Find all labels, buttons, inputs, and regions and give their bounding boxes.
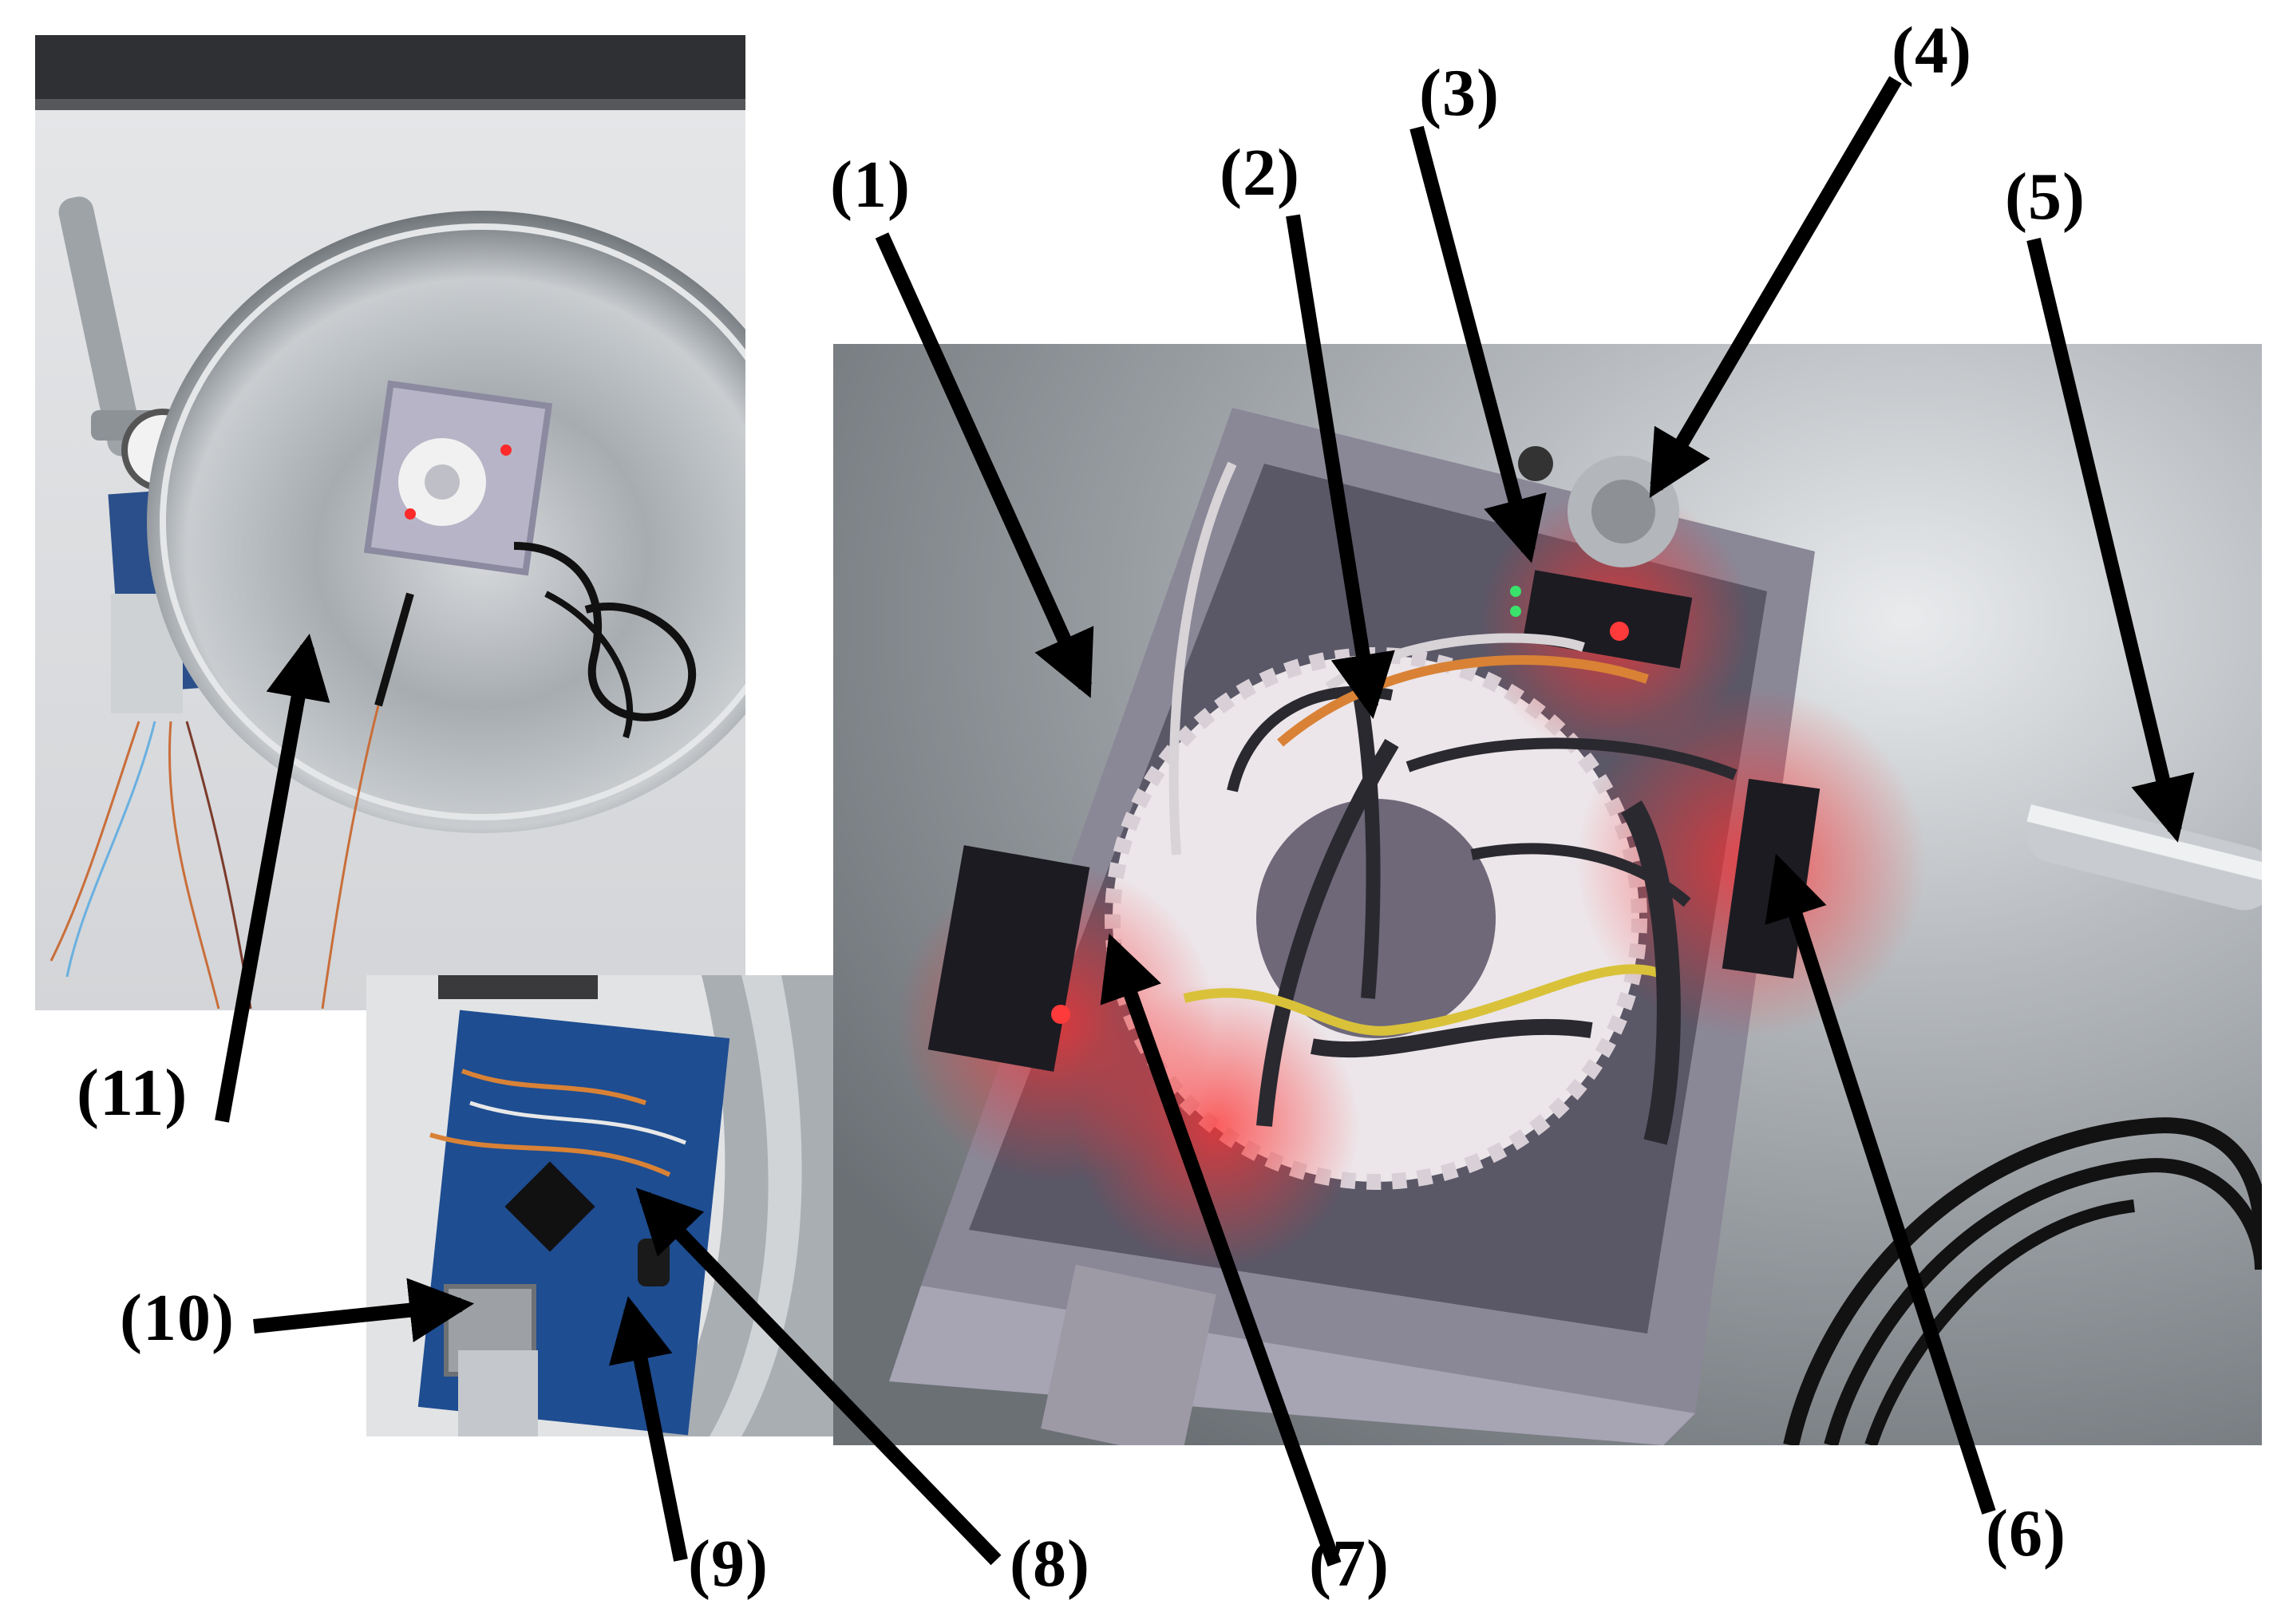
label-7: (7) [1309,1527,1390,1601]
label-11: (11) [77,1056,188,1130]
label-8: (8) [1010,1527,1090,1601]
arduino-photo [366,975,837,1436]
label-3: (3) [1419,56,1500,130]
label-5: (5) [2005,160,2085,234]
label-1: (1) [830,148,911,222]
label-6: (6) [1986,1496,2066,1571]
label-4: (4) [1892,14,1972,88]
junction-box-photo [833,344,2262,1445]
label-9: (9) [688,1527,769,1601]
label-10: (10) [120,1281,235,1355]
label-2: (2) [1220,136,1300,210]
overview-photo [35,35,745,1010]
